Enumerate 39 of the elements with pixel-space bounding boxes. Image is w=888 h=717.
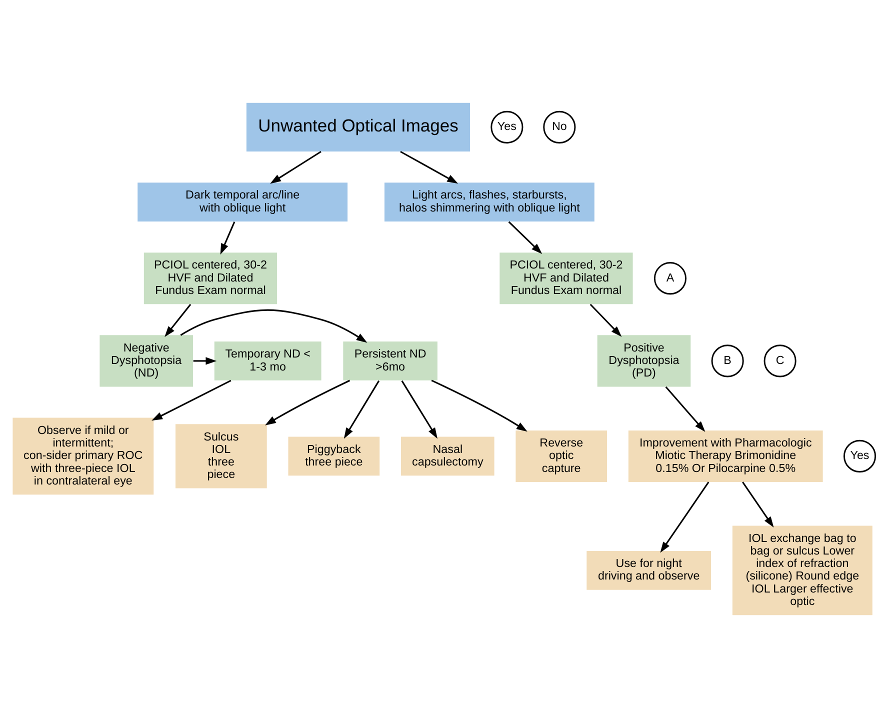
arrow	[270, 150, 322, 184]
arrow	[431, 379, 528, 432]
node-circle: Yes	[490, 110, 524, 143]
arrow	[220, 220, 236, 254]
node-box: IOL exchange bag to bag or sulcus Lower index of refraction (silicone) Round edge IOL Larger effective optic	[732, 525, 872, 615]
arrow	[401, 380, 438, 438]
node-box: Improvement with Pharmacologic Miotic Therapy Brimonidine 0.15% Or Pilocarpine 0.5%	[628, 430, 823, 482]
arrow	[400, 150, 458, 184]
node-box: Temporary ND < 1-3 mo	[214, 341, 322, 380]
node-circle: B	[711, 344, 744, 377]
node-box: Piggyback three piece	[288, 436, 380, 476]
arrow	[660, 481, 710, 552]
node-box: Positive Dysphotopsia (PD)	[597, 334, 691, 386]
node-box: Use for night driving and observe	[586, 550, 712, 590]
arrow	[590, 303, 622, 336]
arrow	[742, 481, 774, 528]
node-box: Dark temporal arc/line with oblique light	[138, 182, 348, 221]
arrow	[665, 386, 706, 432]
arrow	[508, 220, 542, 254]
node-box: PCIOL centered, 30-2 HVF and Dilated Fundus Exam normal	[500, 252, 633, 304]
node-circle: Yes	[843, 439, 876, 472]
node-circle: No	[543, 110, 576, 143]
arrow	[265, 379, 350, 425]
node-box: Observe if mild or intermittent; con-sider primary ROC with three-piece IOL in contralateral eye	[12, 417, 154, 494]
arrow	[193, 356, 217, 364]
node-box: Unwanted Optical Images	[246, 102, 470, 151]
node-circle: C	[764, 344, 796, 377]
node-circle: A	[654, 262, 686, 294]
node-box: Sulcus IOL three piece	[176, 424, 267, 488]
node-box: Light arcs, flashes, starbursts, halos shimmering with oblique light	[384, 182, 594, 221]
node-box: Persistent ND >6mo	[343, 341, 438, 380]
node-box: Negative Dysphotopsia (ND)	[100, 334, 193, 386]
arrow	[180, 308, 368, 342]
arrow	[344, 380, 380, 438]
node-box: Nasal capsulectomy	[401, 436, 494, 476]
node-box: Reverse optic capture	[516, 430, 608, 482]
arrow	[164, 303, 192, 337]
arrow	[152, 379, 232, 420]
node-box: PCIOL centered, 30-2 HVF and Dilated Fundus Exam normal	[144, 252, 278, 304]
